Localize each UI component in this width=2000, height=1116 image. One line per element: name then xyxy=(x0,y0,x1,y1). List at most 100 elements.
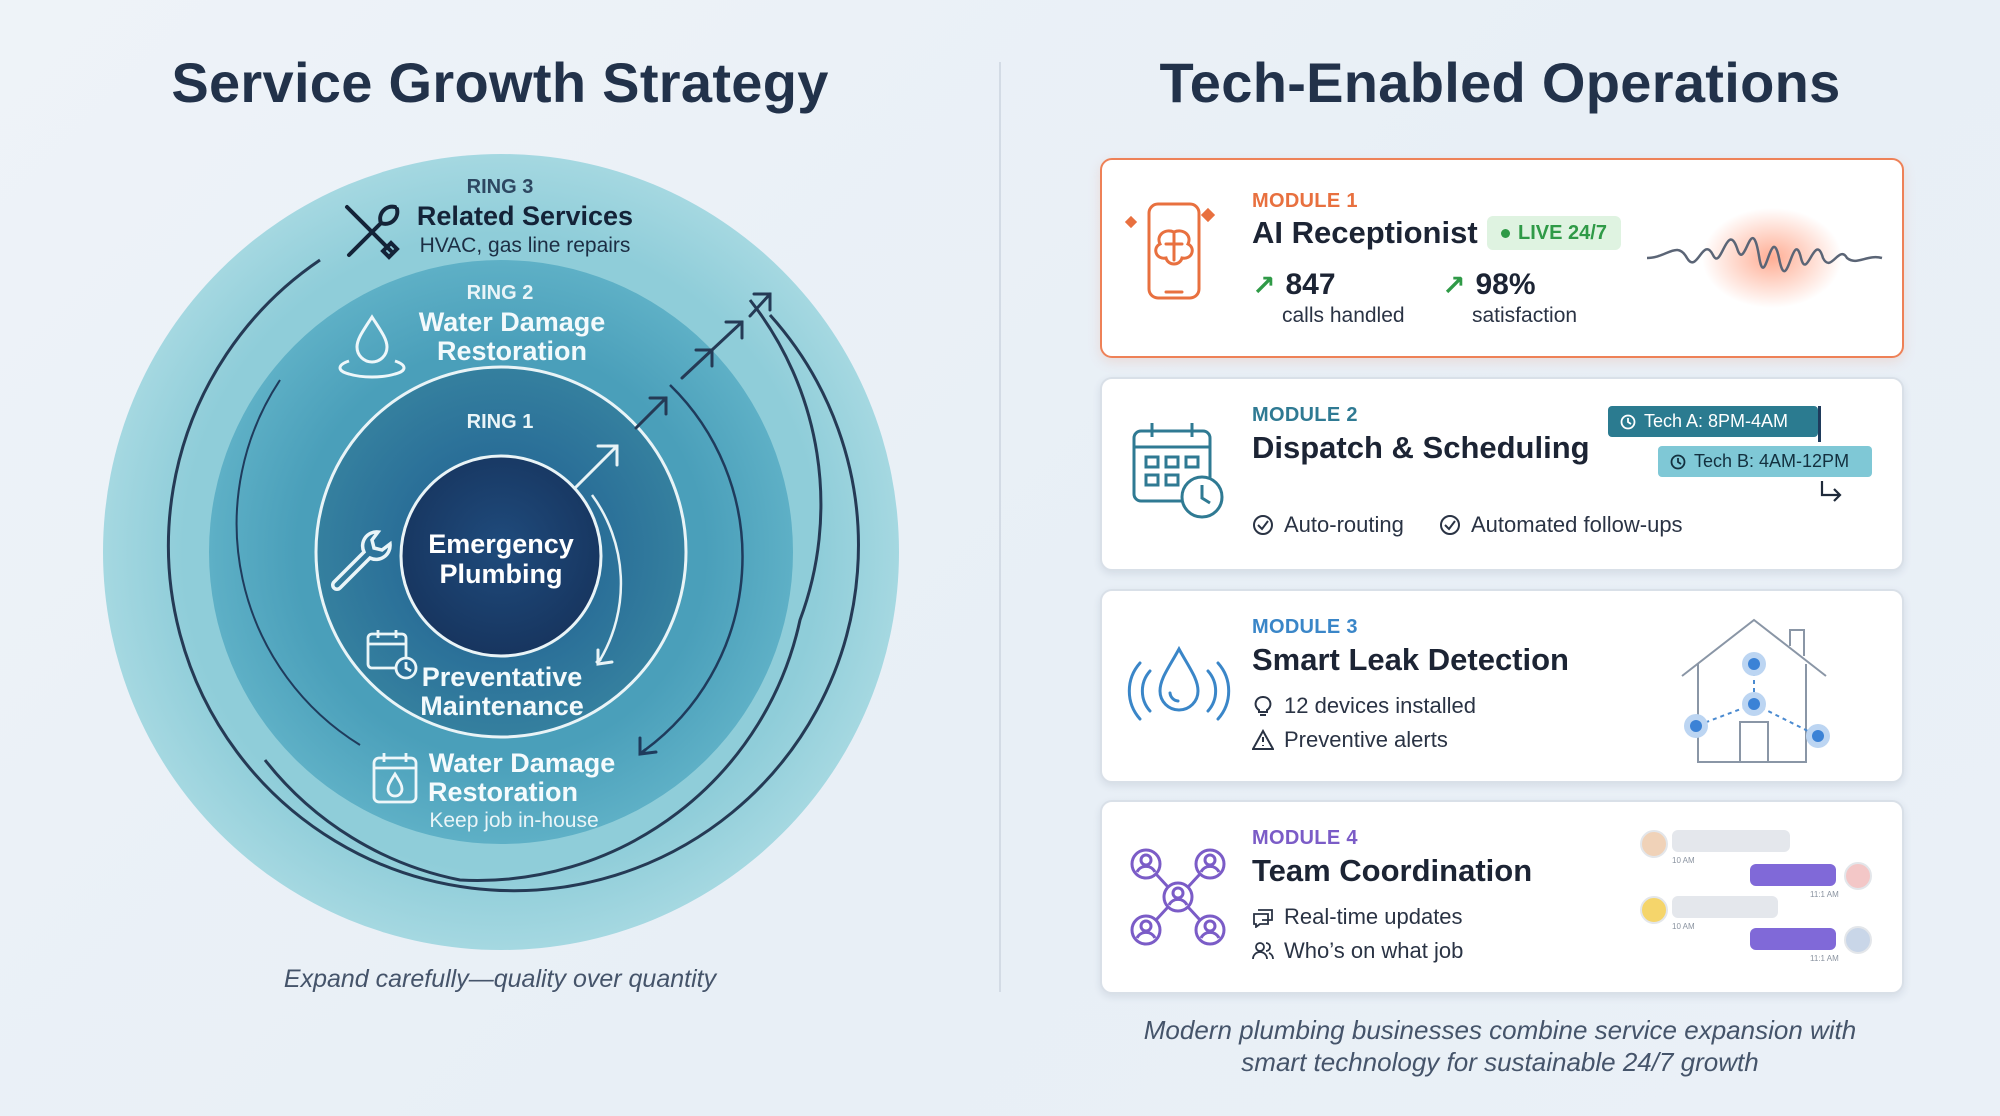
growth-arc-1 xyxy=(263,299,823,882)
module-3-title: Smart Leak Detection xyxy=(1252,642,1569,677)
warning-icon xyxy=(1252,729,1274,750)
phone-brain-icon xyxy=(1124,202,1216,300)
water-drop-icon xyxy=(338,314,406,379)
chat-icon xyxy=(1253,909,1273,928)
module-3-label: MODULE 3 xyxy=(1252,616,1358,638)
module-2-label: MODULE 2 xyxy=(1252,404,1358,426)
core-line1: Emergency xyxy=(428,529,574,559)
module-card-ai-receptionist[interactable]: MODULE 1 AI Receptionist LIVE 24/7 ↗847 … xyxy=(1100,158,1904,358)
smart-house-icon xyxy=(1681,618,1830,763)
module-4-title: Team Coordination xyxy=(1252,853,1533,888)
feature-auto-routing-text: Auto-routing xyxy=(1284,512,1404,537)
avatar xyxy=(1844,862,1872,890)
left-title: Service Growth Strategy xyxy=(171,51,829,114)
trend-up-icon: ↗ xyxy=(1442,269,1466,301)
calendar-clock-icon xyxy=(1132,423,1224,519)
module-card-team-coordination[interactable]: MODULE 4 Team Coordination Real-time upd… xyxy=(1100,800,1904,994)
module-1-title: AI Receptionist xyxy=(1252,215,1478,250)
chat-time: 10 AM xyxy=(1672,922,1695,931)
feature-alerts-text: Preventive alerts xyxy=(1284,727,1448,752)
feature-assignments: Who’s on what job xyxy=(1252,938,1463,964)
outer-arc xyxy=(166,258,860,893)
right-title: Tech-Enabled Operations xyxy=(1159,51,1841,114)
users-icon xyxy=(1252,942,1274,960)
check-circle-icon xyxy=(1440,515,1460,535)
chat-time: 11:1 AM xyxy=(1810,954,1839,963)
chat-time: 11:1 AM xyxy=(1810,890,1839,899)
inner-item-1-line2: Maintenance xyxy=(420,691,584,721)
shift-tech-a: Tech A: 8PM-4AM xyxy=(1644,411,1789,431)
chat-time: 10 AM xyxy=(1672,856,1695,865)
feature-alerts: Preventive alerts xyxy=(1252,727,1448,753)
live-badge: LIVE 24/7 xyxy=(1487,216,1621,250)
shift-marker xyxy=(1818,406,1821,442)
module-4-label: MODULE 4 xyxy=(1252,827,1358,849)
feature-followups-text: Automated follow-ups xyxy=(1471,512,1683,537)
rings-diagram: RING 3 Related Services HVAC, gas line r… xyxy=(103,154,899,950)
calendar-drop-icon xyxy=(372,753,418,804)
inner-item-2-line1: Water Damage xyxy=(429,748,616,778)
voice-waveform-icon xyxy=(1647,208,1883,308)
avatar xyxy=(1640,830,1668,858)
stat-satisfaction-label: satisfaction xyxy=(1472,304,1578,327)
live-badge-text: LIVE 24/7 xyxy=(1518,221,1607,244)
right-caption-line2: smart technology for sustainable 24/7 gr… xyxy=(1241,1047,1759,1077)
left-caption: Expand carefully—quality over quantity xyxy=(283,965,717,993)
chat-bubble xyxy=(1672,830,1790,852)
tools-icon xyxy=(345,204,400,260)
shift-pill-tech-a: Tech A: 8PM-4AM xyxy=(1608,406,1818,437)
ring-2-title-line2: Restoration xyxy=(437,336,587,366)
stat-calls-value: 847 xyxy=(1285,268,1336,301)
chat-bubble xyxy=(1750,928,1836,950)
feature-assignments-text: Who’s on what job xyxy=(1284,938,1464,963)
growth-arc-3 xyxy=(590,494,623,661)
water-sensor-icon xyxy=(1127,645,1231,721)
live-dot xyxy=(1501,228,1510,238)
right-caption-line1: Modern plumbing businesses combine servi… xyxy=(1143,1015,1857,1045)
stat-calls: ↗ 847 calls handled xyxy=(1252,268,1405,328)
stat-satisfaction: ↗ 98% satisfaction xyxy=(1442,268,1577,328)
trend-up-icon: ↗ xyxy=(1252,269,1276,301)
calendar-clock-icon xyxy=(366,630,418,680)
core-disc xyxy=(399,454,603,658)
growth-arc-2 xyxy=(644,384,744,752)
outer-arc-2 xyxy=(235,379,361,746)
core-line2: Plumbing xyxy=(440,559,563,589)
feature-devices-text: 12 devices installed xyxy=(1284,693,1477,718)
feature-devices: 12 devices installed xyxy=(1252,693,1476,719)
avatar xyxy=(1640,896,1668,924)
network-people-icon xyxy=(1130,848,1226,946)
growth-arrows xyxy=(573,292,772,756)
chat-bubble xyxy=(1672,896,1778,918)
feature-updates-text: Real-time updates xyxy=(1284,904,1463,929)
ring-1-tag: RING 1 xyxy=(467,411,534,433)
check-circle-icon xyxy=(1253,515,1273,535)
shift-tech-b: Tech B: 4AM-12PM xyxy=(1694,451,1850,471)
inner-item-1-line1: Preventative xyxy=(422,662,583,692)
wrench-icon xyxy=(331,530,392,591)
avatar xyxy=(1844,926,1872,954)
ring-3-tag: RING 3 xyxy=(467,176,534,198)
clock-icon xyxy=(1620,414,1636,429)
ring-2-title-line1: Water Damage xyxy=(419,307,606,337)
module-card-leak-detection[interactable]: MODULE 3 Smart Leak Detection 12 devices… xyxy=(1100,589,1904,783)
ring-3-subtitle: HVAC, gas line repairs xyxy=(420,234,631,257)
divider xyxy=(999,62,1001,992)
ring-3-title: Related Services xyxy=(417,201,633,231)
lightbulb-icon xyxy=(1254,696,1272,716)
module-card-dispatch[interactable]: MODULE 2 Dispatch & Scheduling Auto-rout… xyxy=(1100,377,1904,571)
ring-2-tag: RING 2 xyxy=(467,282,534,304)
stat-calls-label: calls handled xyxy=(1282,304,1405,327)
clock-icon xyxy=(1670,454,1686,469)
stat-satisfaction-value: 98% xyxy=(1475,268,1536,301)
feature-updates: Real-time updates xyxy=(1252,904,1463,930)
inner-item-2-subtitle: Keep job in-house xyxy=(429,809,598,832)
shift-pill-tech-b: Tech B: 4AM-12PM xyxy=(1658,446,1872,477)
turn-arrow-icon xyxy=(1820,481,1842,502)
chat-bubble xyxy=(1750,864,1836,886)
module-2-title: Dispatch & Scheduling xyxy=(1252,430,1590,465)
inner-item-2-line2: Restoration xyxy=(428,777,578,807)
feature-followups: Automated follow-ups xyxy=(1439,512,1683,538)
feature-auto-routing: Auto-routing xyxy=(1252,512,1404,538)
right-caption: Modern plumbing businesses combine servi… xyxy=(1050,1014,1950,1078)
